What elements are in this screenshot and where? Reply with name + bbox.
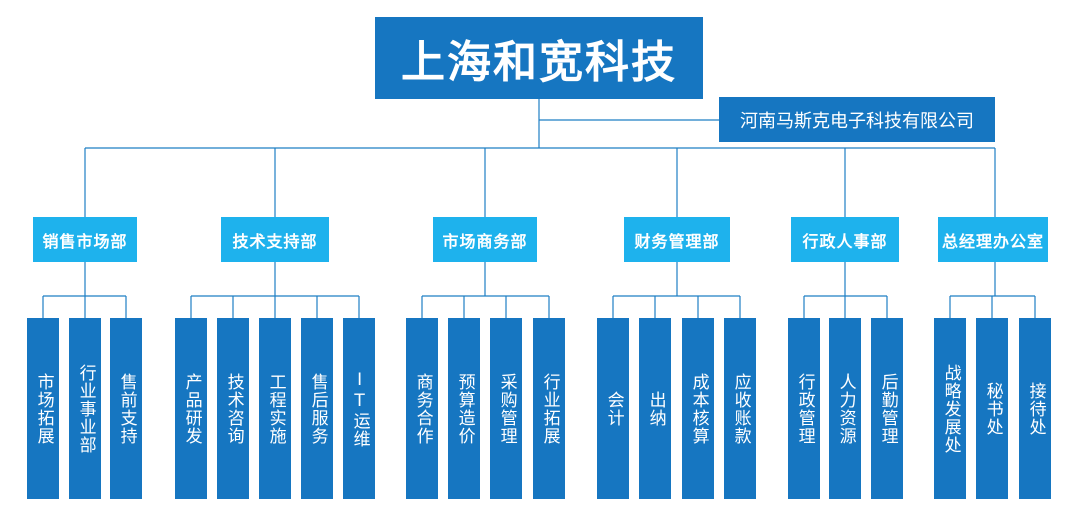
unit-box: 技术咨询	[217, 318, 249, 499]
dept-admin-hr: 行政人事部	[791, 217, 899, 262]
unit-label: IT运维	[349, 369, 370, 448]
unit-label: 行政管理	[794, 372, 815, 445]
dept-label: 总经理办公室	[941, 231, 1044, 251]
unit-label: 市场拓展	[33, 372, 54, 445]
unit-label: 商务合作	[412, 372, 433, 445]
dept-label: 市场商务部	[442, 231, 528, 251]
unit-label: 接待处	[1025, 381, 1046, 436]
unit-box: 采购管理	[490, 318, 522, 499]
dept-gm-office: 总经理办公室	[938, 217, 1048, 262]
dept-label: 销售市场部	[42, 231, 128, 251]
unit-box: 产品研发	[175, 318, 207, 499]
unit-label: 工程实施	[265, 372, 286, 445]
org-root-box: 上海和宽科技	[375, 17, 703, 99]
unit-box: 市场拓展	[27, 318, 59, 499]
unit-box: 出纳	[639, 318, 671, 499]
unit-box: 预算造价	[448, 318, 480, 499]
unit-label: 售前支持	[116, 372, 137, 445]
unit-label: 行业事业部	[75, 363, 96, 454]
unit-label: 技术咨询	[223, 372, 244, 445]
unit-label: 人力资源	[835, 372, 856, 445]
unit-box: 接待处	[1019, 318, 1051, 499]
unit-box: IT运维	[343, 318, 375, 499]
unit-label: 战略发展处	[940, 363, 961, 454]
unit-label: 行业拓展	[539, 372, 560, 445]
unit-label: 预算造价	[454, 372, 475, 445]
unit-box: 行政管理	[788, 318, 820, 499]
unit-box: 战略发展处	[934, 318, 966, 499]
dept-tech-support: 技术支持部	[221, 217, 329, 262]
unit-box: 售后服务	[301, 318, 333, 499]
unit-label: 应收账款	[730, 372, 751, 445]
unit-label: 成本核算	[688, 372, 709, 445]
unit-box: 成本核算	[682, 318, 714, 499]
dept-label: 技术支持部	[232, 231, 318, 251]
unit-label: 后勤管理	[877, 372, 898, 445]
org-root-title: 上海和宽科技	[401, 37, 677, 88]
unit-box: 行业事业部	[69, 318, 101, 499]
dept-sales-marketing: 销售市场部	[33, 217, 137, 262]
unit-box: 商务合作	[406, 318, 438, 499]
subsidiary-box: 河南马斯克电子科技有限公司	[719, 97, 995, 142]
dept-market-business: 市场商务部	[433, 217, 537, 262]
unit-label: 秘书处	[982, 381, 1003, 436]
unit-box: 后勤管理	[871, 318, 903, 499]
unit-box: 应收账款	[724, 318, 756, 499]
unit-box: 人力资源	[829, 318, 861, 499]
unit-box: 秘书处	[976, 318, 1008, 499]
dept-label: 财务管理部	[634, 231, 720, 251]
unit-label: 采购管理	[496, 372, 517, 445]
unit-label: 出纳	[645, 390, 666, 427]
unit-box: 售前支持	[110, 318, 142, 499]
dept-finance: 财务管理部	[624, 217, 730, 262]
unit-box: 工程实施	[259, 318, 291, 499]
subsidiary-label: 河南马斯克电子科技有限公司	[740, 110, 974, 132]
unit-label: 售后服务	[307, 372, 328, 445]
dept-label: 行政人事部	[802, 231, 888, 251]
unit-label: 会计	[603, 390, 624, 427]
unit-label: 产品研发	[181, 372, 202, 445]
unit-box: 行业拓展	[533, 318, 565, 499]
unit-box: 会计	[597, 318, 629, 499]
